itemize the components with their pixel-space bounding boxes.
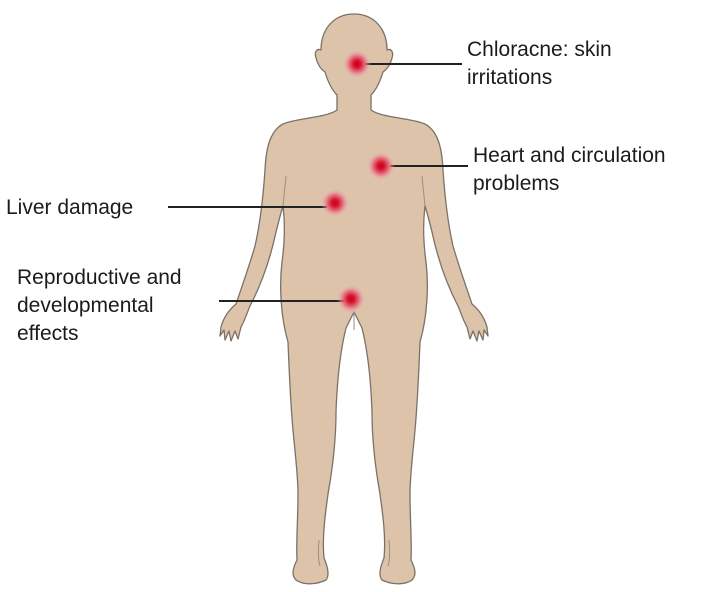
label-liver-line-1: Liver damage <box>6 194 133 222</box>
label-chloracne-line-1: Chloracne: skin <box>467 36 612 64</box>
label-heart-line-1: Heart and circulation <box>473 142 666 170</box>
label-reproductive: Reproductive and developmental effects <box>17 264 182 348</box>
label-reproductive-line-1: Reproductive and <box>17 264 182 292</box>
label-heart-line-2: problems <box>473 170 666 198</box>
spot-liver <box>321 189 349 217</box>
label-reproductive-line-3: effects <box>17 320 182 348</box>
label-reproductive-line-2: developmental <box>17 292 182 320</box>
label-chloracne-line-2: irritations <box>467 64 612 92</box>
spot-heart <box>367 152 395 180</box>
label-chloracne: Chloracne: skin irritations <box>467 36 612 92</box>
label-liver: Liver damage <box>6 194 133 222</box>
label-heart: Heart and circulation problems <box>473 142 666 198</box>
spot-reproductive <box>337 285 365 313</box>
spot-chloracne <box>343 50 371 78</box>
